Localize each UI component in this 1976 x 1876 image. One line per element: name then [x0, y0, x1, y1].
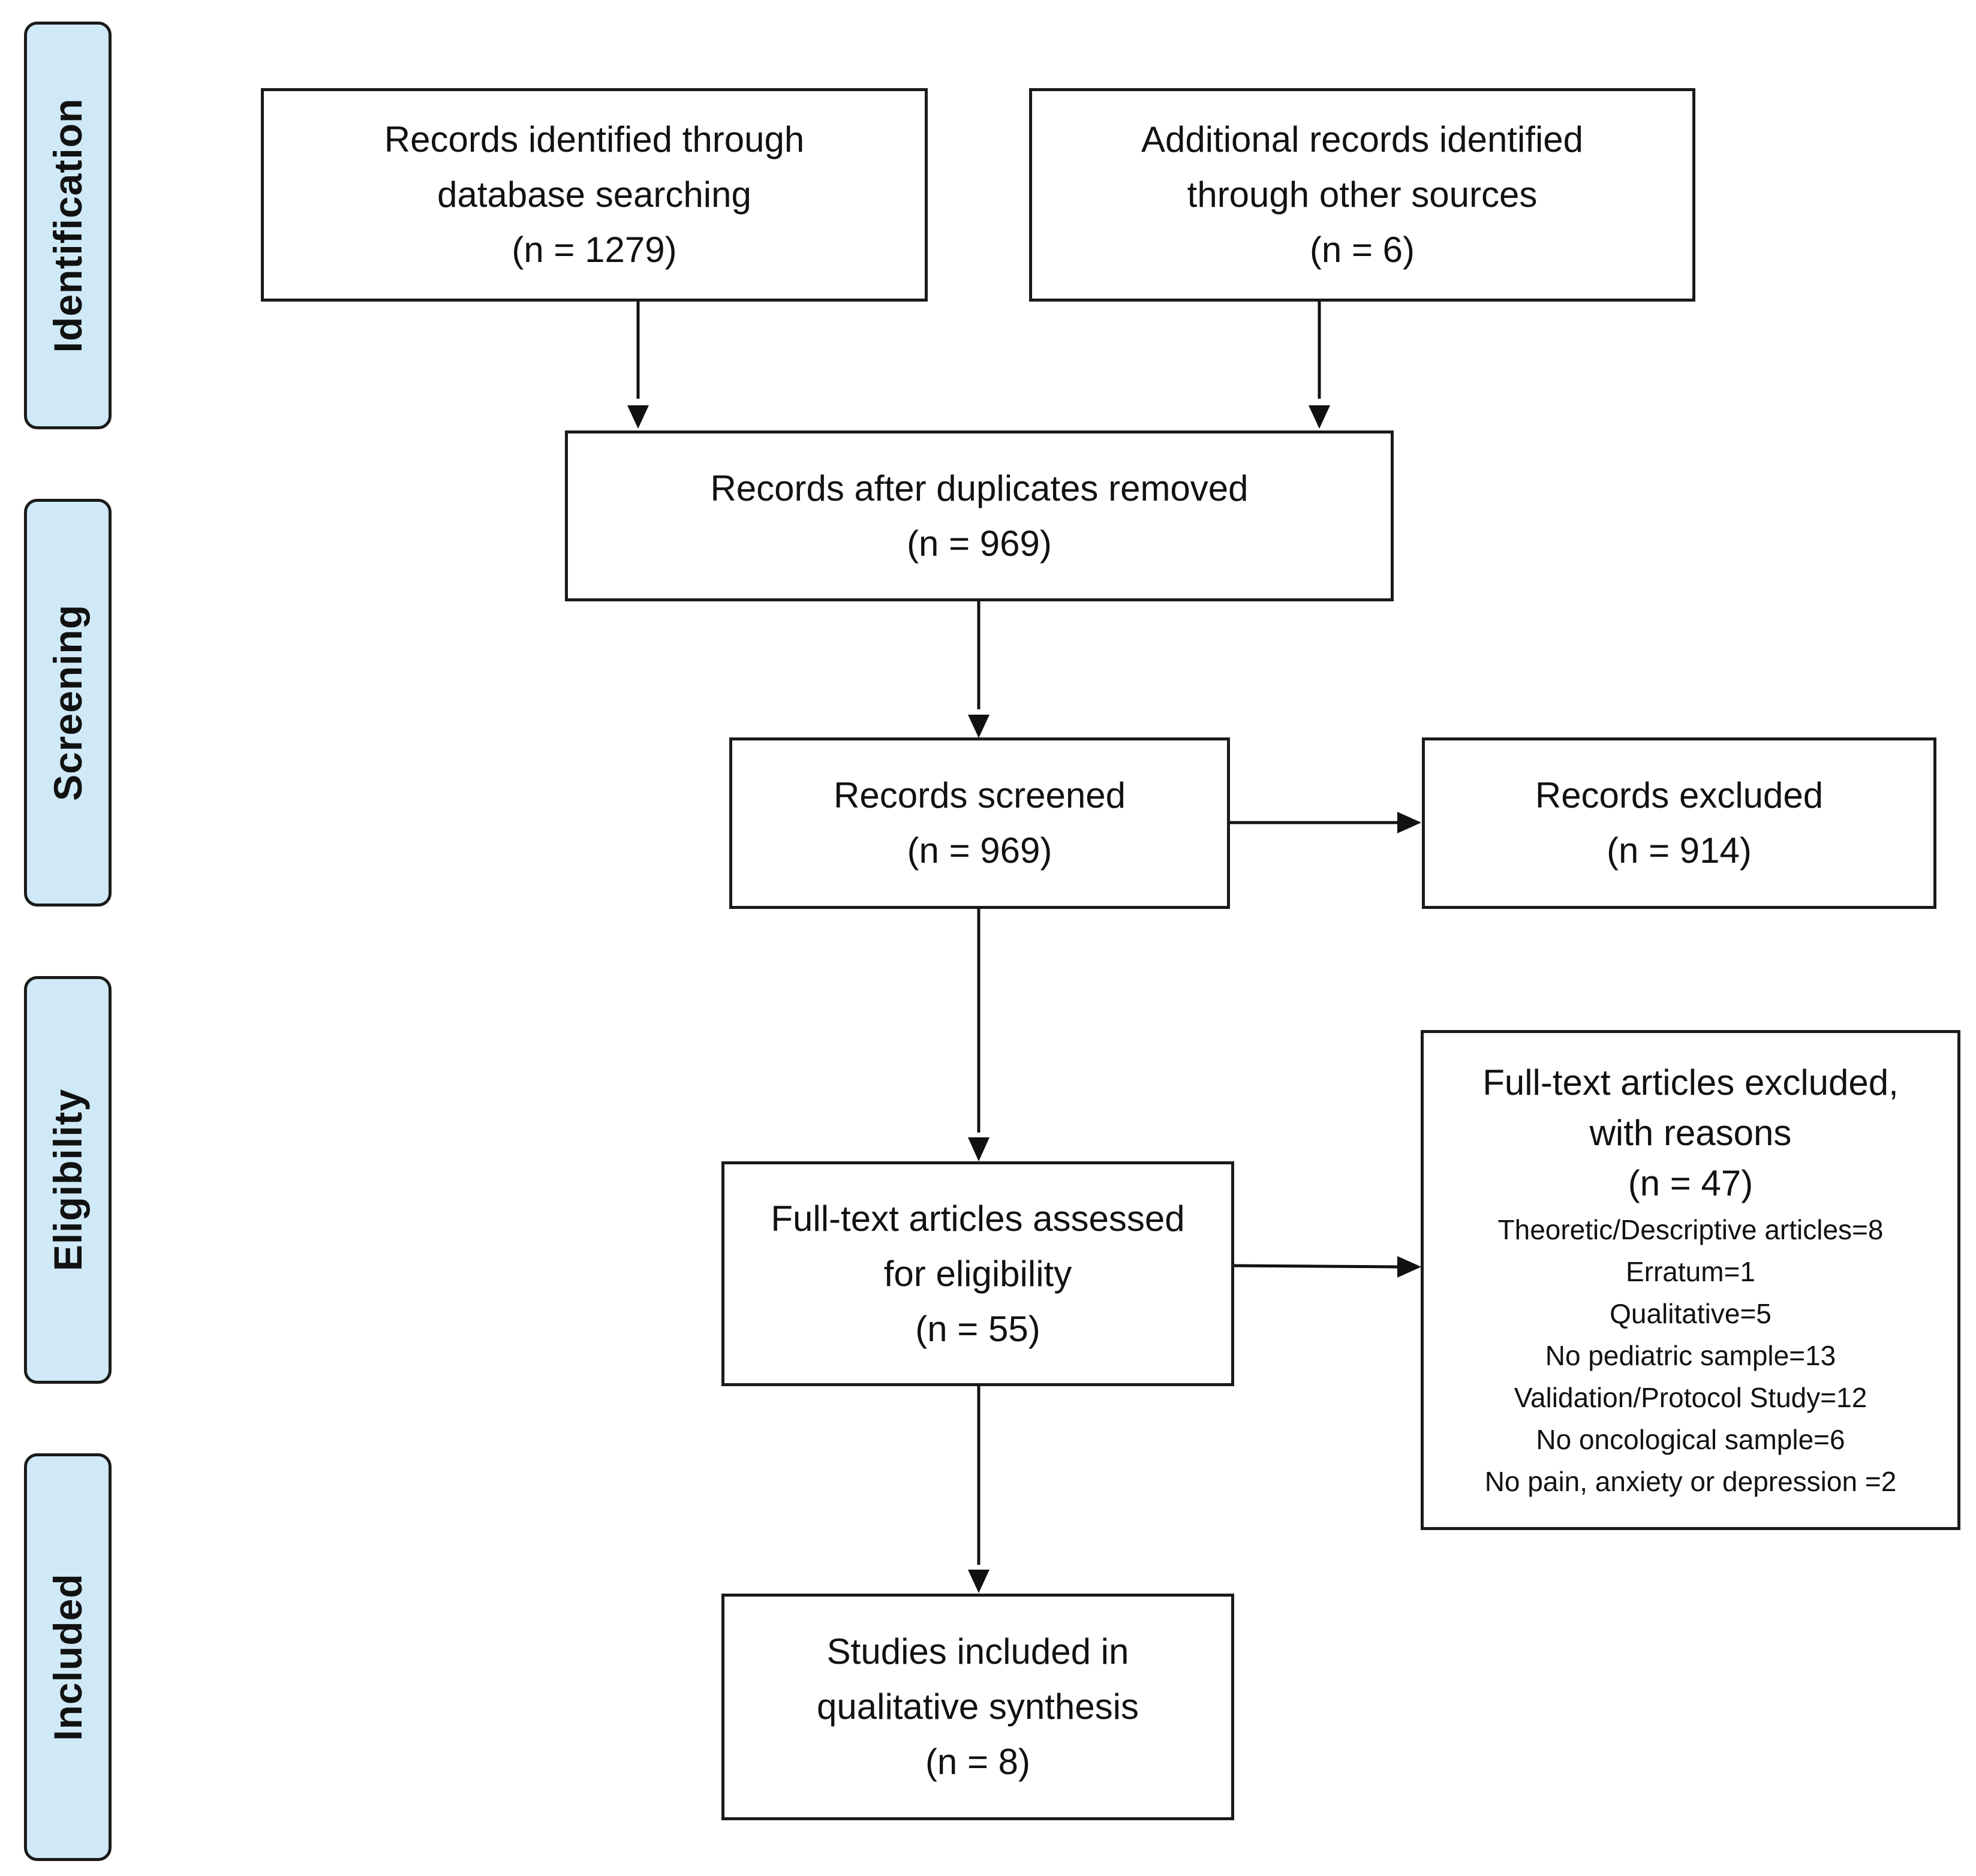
database-count: (n = 1279) [512, 230, 677, 270]
exclusion-reason: No pain, anxiety or depression =2 [1484, 1466, 1897, 1497]
included-count: (n = 8) [925, 1742, 1031, 1782]
arrowhead-fulltext [968, 1137, 989, 1161]
exclusion-reason: No pediatric sample=13 [1545, 1340, 1836, 1371]
arrowhead-included [968, 1570, 989, 1593]
exclusion-reason: Qualitative=5 [1610, 1298, 1772, 1329]
arrow-fulltext-to-fulltext-excluded [1233, 1264, 1398, 1269]
phase-screening: Screening [24, 499, 112, 907]
other-line2: through other sources [1187, 174, 1538, 215]
screened-line1: Records screened [834, 775, 1126, 815]
exclusion-reason: Validation/Protocol Study=12 [1514, 1382, 1867, 1413]
box-other-records: Additional records identified through ot… [1029, 88, 1695, 302]
box-studies-included: Studies included in qualitative synthesi… [721, 1594, 1234, 1820]
other-line1: Additional records identified [1141, 119, 1584, 159]
fulltext-line2: for eligibility [883, 1253, 1072, 1294]
excluded-count: (n = 914) [1607, 830, 1752, 871]
screened-count: (n = 969) [907, 830, 1052, 871]
duplicates-count: (n = 969) [907, 523, 1052, 564]
duplicates-line1: Records after duplicates removed [710, 468, 1249, 508]
exclusion-reason: No oncological sample=6 [1536, 1424, 1845, 1455]
fulltext-count: (n = 55) [915, 1308, 1040, 1349]
phase-included: Included [24, 1453, 112, 1861]
box-records-excluded: Records excluded (n = 914) [1422, 737, 1936, 909]
arrowhead-fulltext-excluded [1397, 1256, 1421, 1278]
included-line2: qualitative synthesis [817, 1687, 1139, 1727]
box-database-records: Records identified through database sear… [261, 88, 928, 302]
fulltext-excluded-line2: with reasons [1589, 1113, 1792, 1153]
box-duplicates-removed: Records after duplicates removed (n = 96… [565, 430, 1394, 601]
fulltext-excluded-count: (n = 47) [1628, 1163, 1754, 1203]
arrowhead-database [627, 405, 649, 429]
phase-eligibility: Eligibility [24, 976, 112, 1384]
box-fulltext-excluded: Full-text articles excluded, with reason… [1421, 1030, 1960, 1530]
excluded-line1: Records excluded [1535, 775, 1824, 815]
box-fulltext-assessed: Full-text articles assessed for eligibil… [721, 1161, 1234, 1386]
database-line2: database searching [437, 174, 751, 215]
included-line1: Studies included in [826, 1631, 1129, 1672]
arrowhead-excluded [1397, 812, 1421, 833]
phase-identification: Identification [24, 22, 112, 429]
database-line1: Records identified through [384, 119, 805, 159]
fulltext-excluded-line1: Full-text articles excluded, [1482, 1062, 1899, 1103]
arrowhead-other [1309, 405, 1330, 429]
exclusion-reason: Erratum=1 [1625, 1256, 1756, 1287]
fulltext-line1: Full-text articles assessed [771, 1198, 1185, 1239]
arrowhead-screened [968, 715, 989, 738]
other-count: (n = 6) [1309, 230, 1415, 270]
box-records-screened: Records screened (n = 969) [729, 737, 1230, 909]
exclusion-reason: Theoretic/Descriptive articles=8 [1497, 1214, 1884, 1245]
